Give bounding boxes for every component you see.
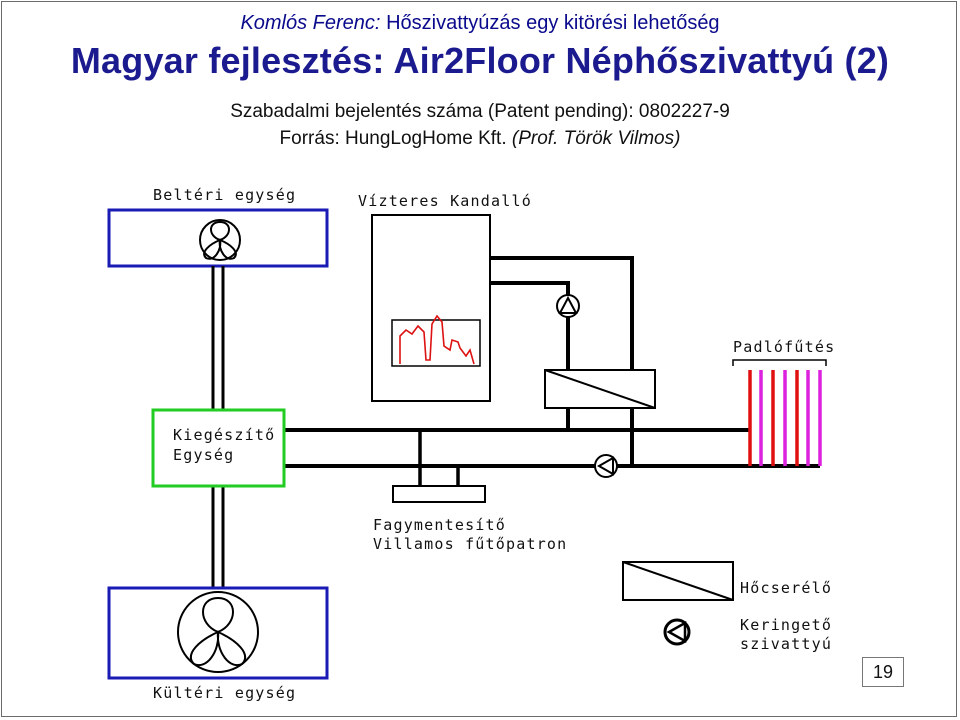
page-number: 19 xyxy=(862,657,904,687)
heat-exchanger-diagonal xyxy=(544,369,656,409)
stove-pipe-inner xyxy=(490,281,570,370)
outdoor-fan-icon xyxy=(177,591,259,673)
source-person: (Prof. Török Vilmos) xyxy=(511,128,681,149)
header-author-line: Komlós Ferenc: Hőszivattyúzás egy kitöré… xyxy=(0,12,960,35)
legend: Hőcserélő Keringető szivattyú xyxy=(622,561,832,653)
author-name: Komlós Ferenc: xyxy=(240,12,381,34)
stove-firebox xyxy=(391,319,481,367)
supplement-label-line2: Egység xyxy=(173,446,234,464)
source-line: Forrás: HungLogHome Kft. (Prof. Török Vi… xyxy=(0,128,960,150)
indoor-unit-label: Beltéri egység xyxy=(153,186,296,204)
flame-graphic xyxy=(399,314,475,365)
circulation-pump-icon xyxy=(594,454,618,478)
indoor-fan-icon xyxy=(199,219,241,261)
floor-heating-label: Padlófűtés xyxy=(733,338,835,356)
topic: Hőszivattyúzás egy kitörési lehetőség xyxy=(386,12,720,34)
floor-heating-loops xyxy=(748,370,822,466)
outdoor-unit-label: Kültéri egység xyxy=(153,684,296,702)
stove-box xyxy=(371,214,491,402)
antifreeze-label-line1: Fagymentesítő xyxy=(373,516,506,534)
stove-pipe-outer xyxy=(490,256,634,370)
supplement-unit-box xyxy=(151,408,286,488)
legend-pump-label-line2: szivattyú xyxy=(740,635,832,653)
antifreeze-heater-box xyxy=(392,485,486,503)
floor-heating-bracket xyxy=(732,359,827,366)
antifreeze-label-line2: Villamos fűtőpatron xyxy=(373,535,567,553)
patent-line: Szabadalmi bejelentés száma (Patent pend… xyxy=(230,101,730,122)
legend-heat-exchanger-diagonal xyxy=(622,561,734,601)
legend-pump-icon xyxy=(663,618,691,646)
indoor-unit-box xyxy=(107,208,329,268)
stove-pump-icon xyxy=(556,294,580,318)
page-title: Magyar fejlesztés: Air2Floor Néphőszivat… xyxy=(70,40,890,81)
stove-label: Vízteres Kandalló xyxy=(358,192,532,210)
source-prefix: Forrás: HungLogHome Kft. xyxy=(279,128,507,149)
legend-pump-label-line1: Keringető xyxy=(740,616,832,634)
legend-heat-exchanger-label: Hőcserélő xyxy=(740,579,832,597)
supplement-label-line1: Kiegészítő xyxy=(173,426,275,444)
